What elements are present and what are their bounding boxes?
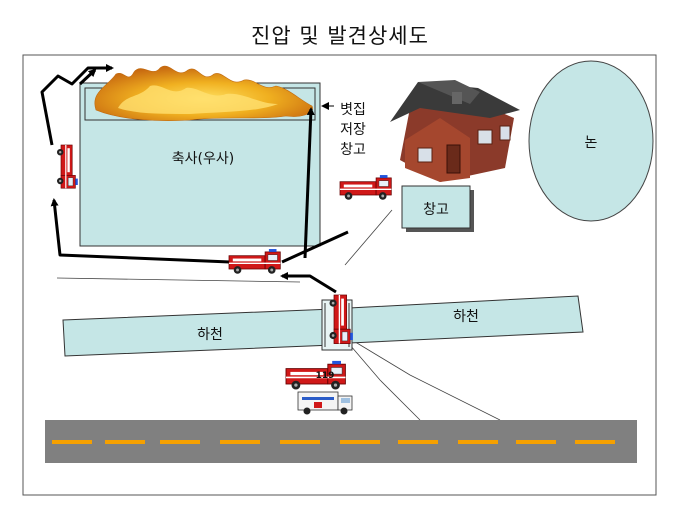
side-lane xyxy=(349,344,421,421)
route-arrow-west xyxy=(50,198,231,264)
route-arrow-flank xyxy=(40,64,114,146)
rice-field xyxy=(528,60,654,222)
fire-truck-icon: 119 xyxy=(285,360,347,391)
fire-truck-icon xyxy=(339,174,393,201)
response-routes xyxy=(40,64,349,294)
straw-storage-label: 볏집 저장 창고 xyxy=(340,102,366,158)
diagram-frame xyxy=(22,54,657,496)
access-lane xyxy=(56,277,301,283)
house-icon xyxy=(390,80,520,182)
fire-truck-icon xyxy=(56,144,79,189)
route-arrow-approach xyxy=(280,272,337,294)
side-lane-2 xyxy=(351,339,501,421)
page-title: 진압 및 발견상세도 xyxy=(251,24,429,48)
route-arrow-north xyxy=(303,107,315,259)
route-line-east xyxy=(281,230,349,264)
main-road xyxy=(45,420,637,463)
route-arrow-flank-tip xyxy=(78,68,97,86)
rice-field-label: 논 xyxy=(585,135,598,151)
truck-119-marking: 119 xyxy=(316,371,335,381)
fire-truck-icon xyxy=(228,248,282,275)
straw-storage-line-3: 창고 xyxy=(340,142,366,158)
ambulance-icon xyxy=(297,391,353,415)
warehouse-lane xyxy=(344,209,393,266)
straw-storage-line-2: 저장 xyxy=(340,122,366,138)
barn-label: 축사(우사) xyxy=(172,151,234,167)
river-left-label: 하천 xyxy=(197,327,223,343)
warehouse xyxy=(401,185,474,232)
straw-storage-line-1: 볏집 xyxy=(340,102,366,118)
river-right-label: 하천 xyxy=(453,309,479,325)
warehouse-label: 창고 xyxy=(423,202,449,218)
fire-icon xyxy=(94,65,313,121)
